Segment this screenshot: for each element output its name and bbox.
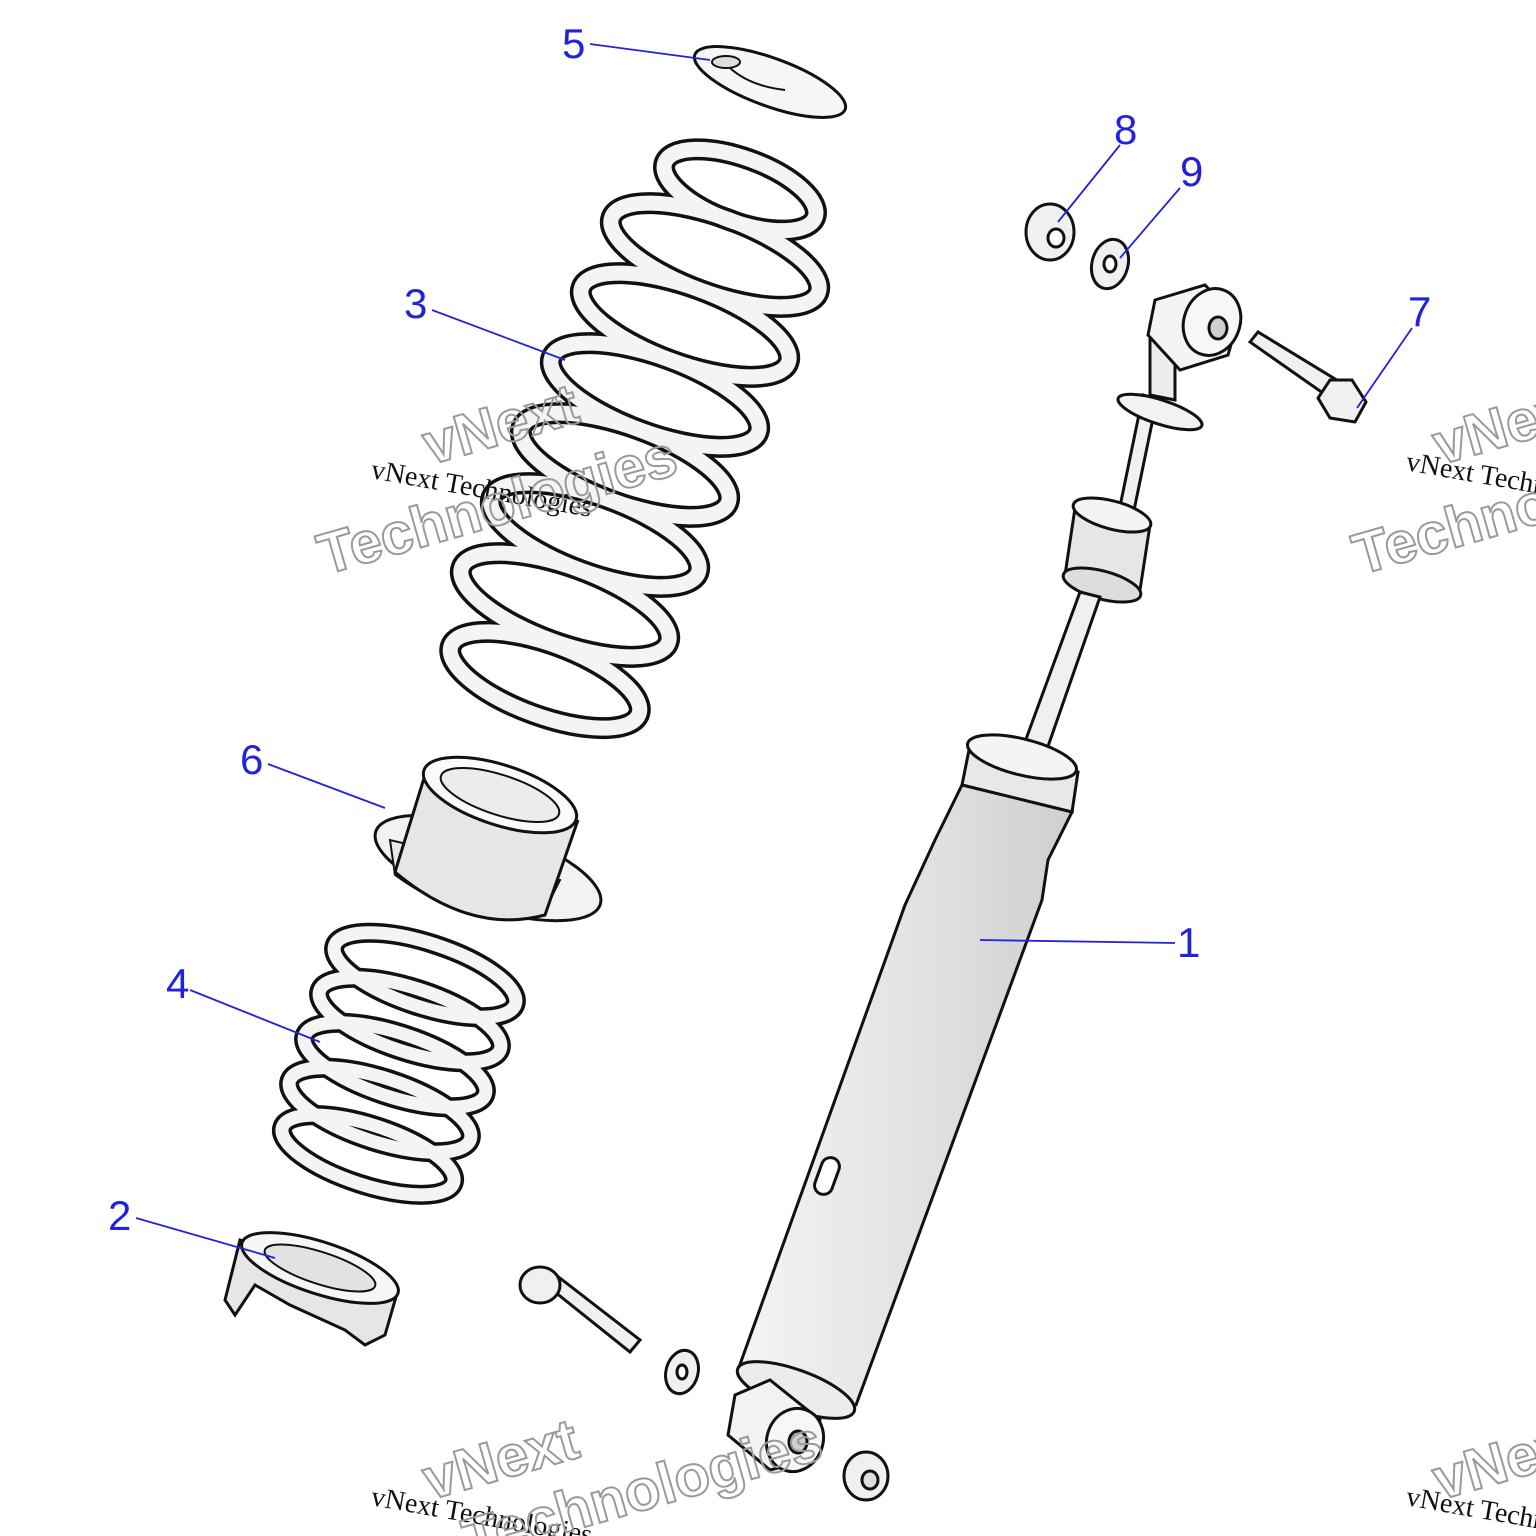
callout-6: 6 (240, 736, 263, 783)
callout-7: 7 (1408, 288, 1431, 335)
part-4-lower-spring (271, 922, 526, 1205)
watermark-bottom: vNext Technologies vNext Technologies (369, 1405, 830, 1536)
part-6-spring-adapter (373, 755, 603, 923)
watermark-word-vnext: vNext (1426, 371, 1536, 477)
callout-2: 2 (108, 1192, 131, 1239)
callouts: 1 2 3 4 5 6 7 8 9 (108, 20, 1431, 1239)
watermark-right: vNext Technologies vNext Technologies (1345, 370, 1536, 588)
callout-5: 5 (562, 20, 585, 67)
lower-bolt (518, 1265, 643, 1355)
leader-lines (135, 43, 1413, 1259)
part-9-washer (1089, 237, 1131, 291)
part-1-shock-absorber (726, 283, 1243, 1474)
callout-3: 3 (404, 280, 427, 327)
part-3-main-spring (439, 138, 831, 740)
part-2-spring-retainer (223, 1231, 400, 1347)
lower-washer (664, 1348, 700, 1396)
part-5-spring-seat (692, 45, 848, 119)
part-7-bolt (1247, 330, 1368, 424)
callout-8: 8 (1114, 106, 1137, 153)
callout-4: 4 (166, 960, 189, 1007)
lower-nut (842, 1450, 890, 1502)
callout-1: 1 (1177, 919, 1200, 966)
watermark-bottom-right: vNext Technologies vNext (1404, 1405, 1536, 1536)
callout-9: 9 (1180, 148, 1203, 195)
watermark-word-vnext: vNext (1426, 1406, 1536, 1512)
